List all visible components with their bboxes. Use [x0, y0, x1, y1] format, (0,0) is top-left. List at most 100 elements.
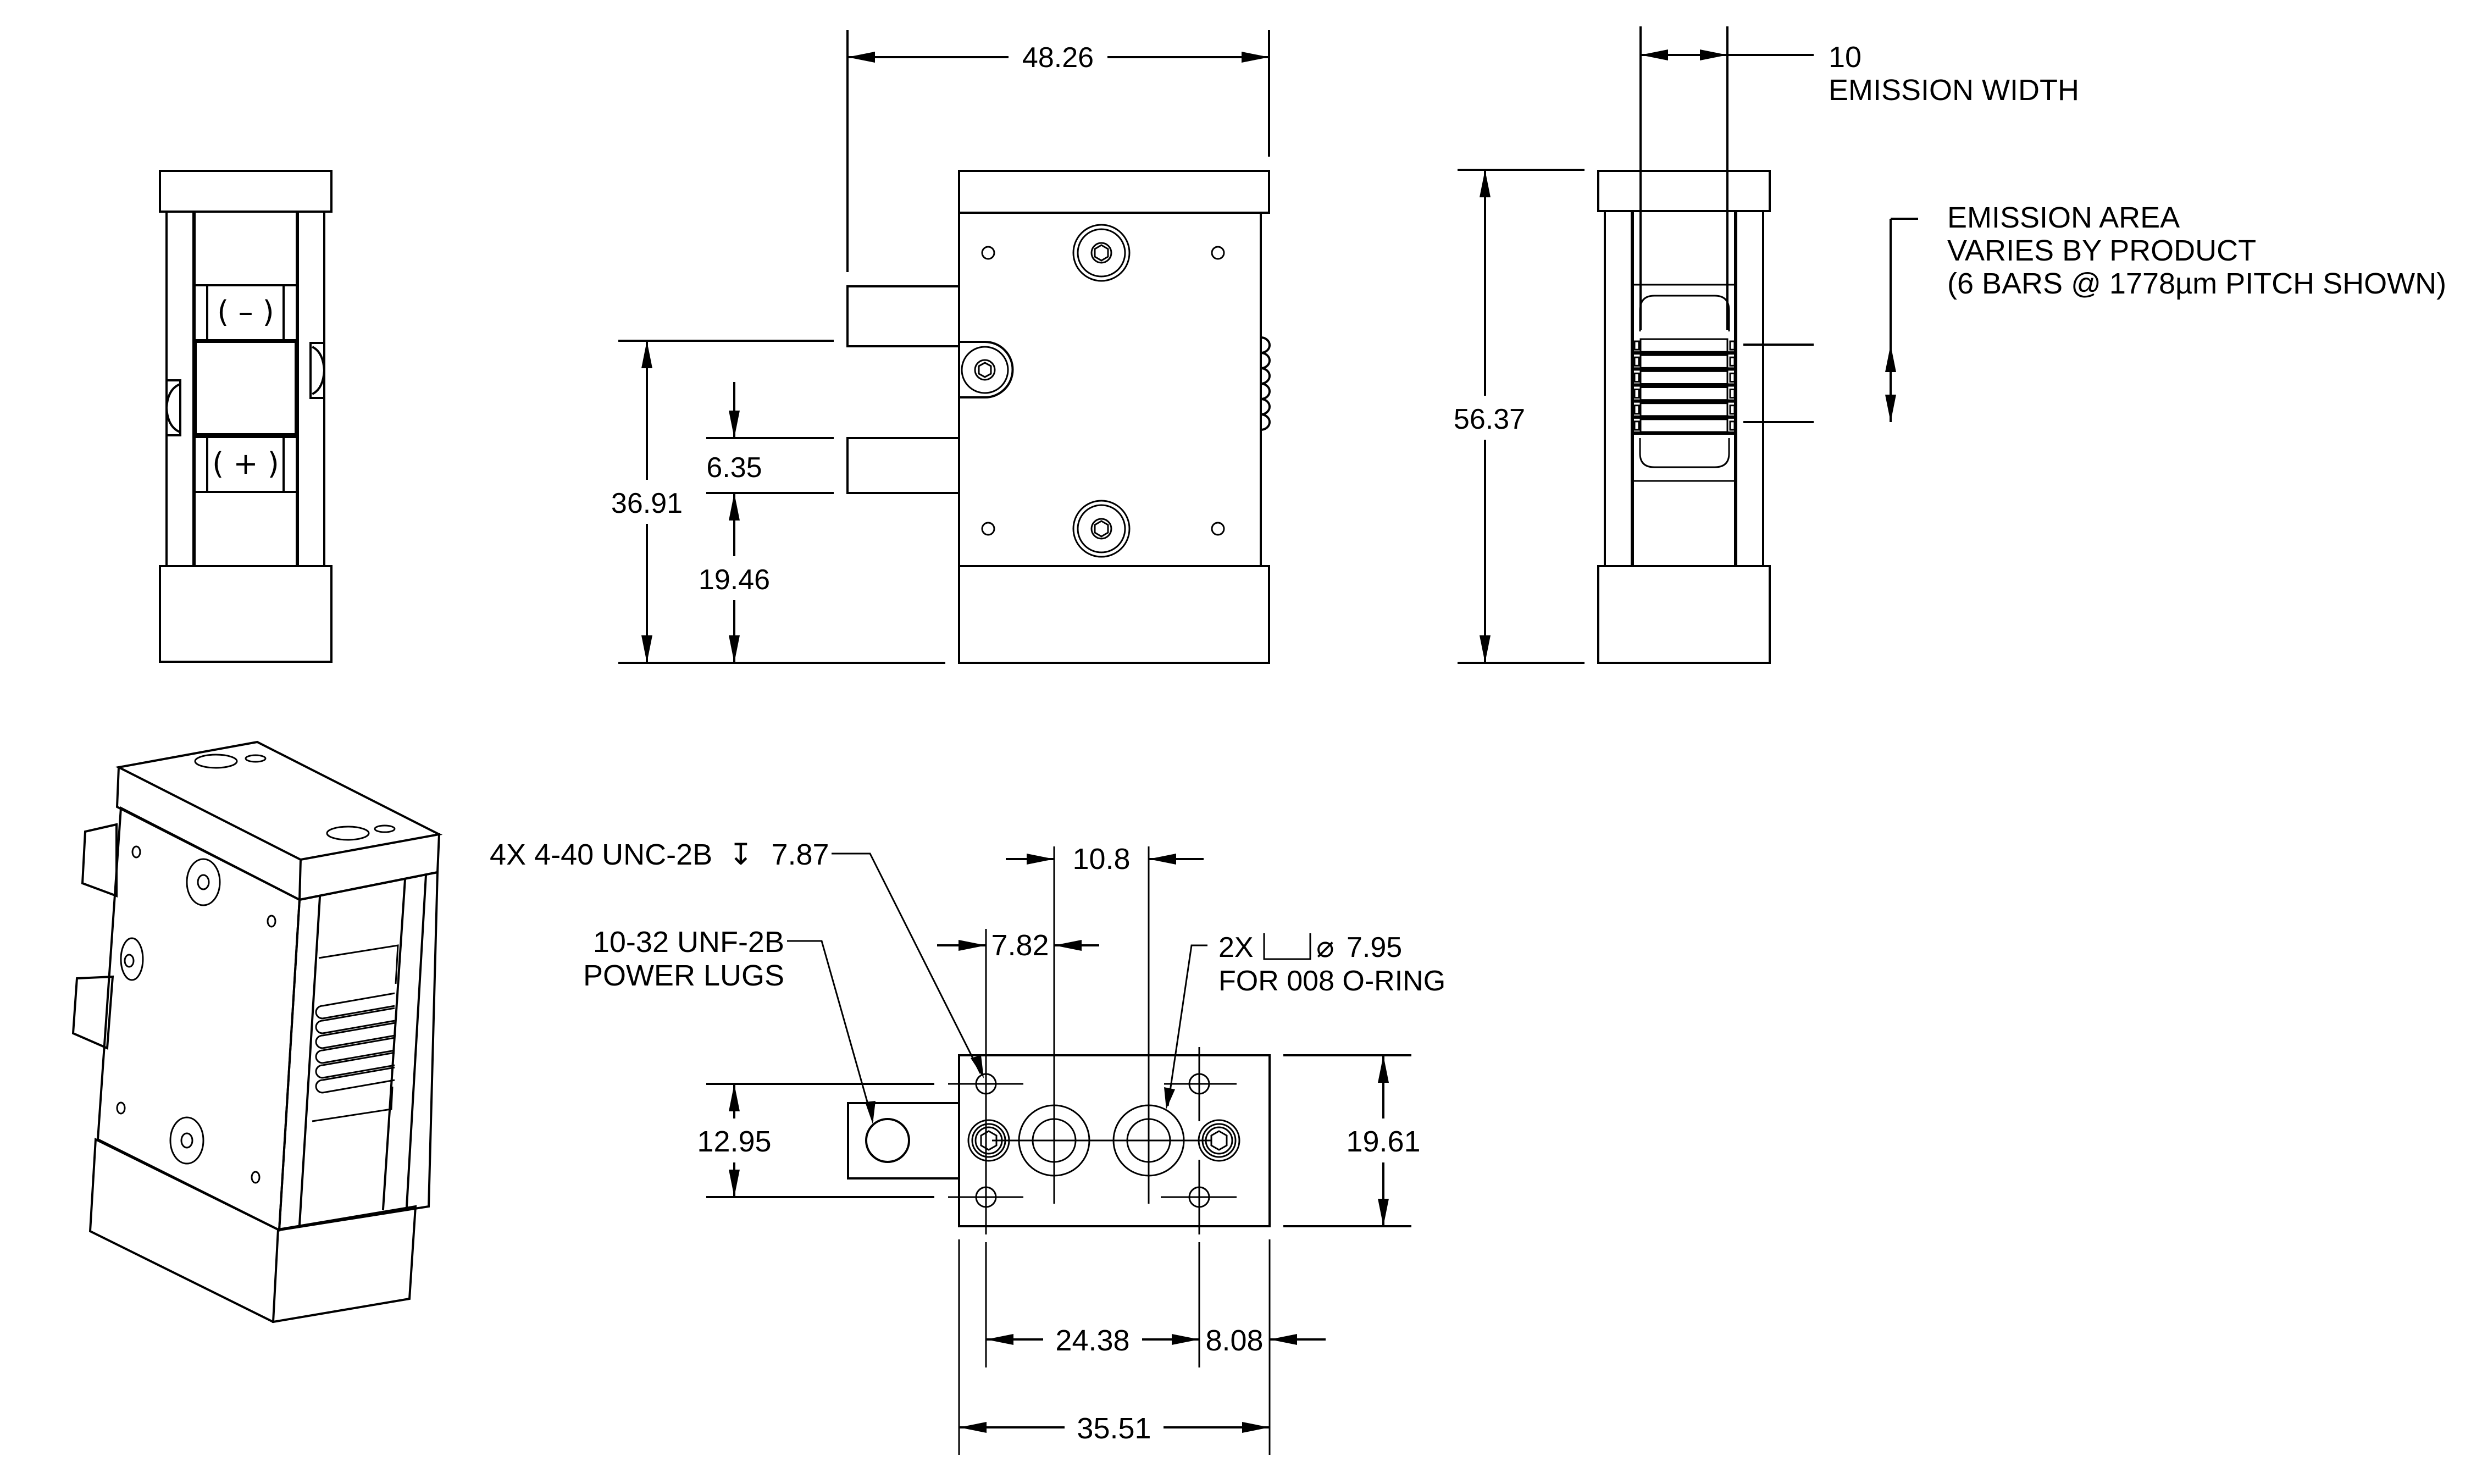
dim-text: 19.46 [699, 564, 770, 596]
dimension-emission-width: 10 EMISSION WIDTH [1639, 26, 2079, 330]
iso-laser-bar [315, 1051, 395, 1079]
base [159, 565, 333, 663]
bar-spacer [1633, 389, 1640, 399]
dim-text: 10.8 [1072, 843, 1130, 876]
power-lug [847, 1102, 960, 1180]
iso-laser-bar [315, 1022, 395, 1049]
bar-spacer [1633, 372, 1640, 383]
mount-hole [1211, 246, 1225, 260]
top-face [115, 740, 443, 861]
dimension-block-height: 19.61 [1283, 1054, 1421, 1227]
side-screw-tab [958, 341, 1014, 398]
dimension-overall-length: 48.26 [846, 30, 1270, 272]
dimension-height-to-lug: 36.91 [611, 340, 945, 664]
left-post [1604, 210, 1633, 567]
negative-terminal: ( – ) [193, 284, 298, 341]
power-lugs-thread: 10-32 UNF-2B [593, 926, 784, 959]
cap-screw-bottom [1072, 500, 1131, 558]
emission-width-value: 10 [1829, 41, 1862, 74]
cap-screw-top [1072, 224, 1131, 282]
dimension-port-spacing: 10.8 [1006, 843, 1204, 1077]
emission-area-line: VARIES BY PRODUCT [1947, 234, 2256, 267]
dimension-hole-vertical-spacing: 12.95 [697, 1083, 934, 1198]
diameter-symbol: ⌀ [1316, 929, 1334, 964]
oring-port-right [1112, 1077, 1185, 1204]
callout-oring: 2X ⌀ 7.95 FOR 008 O-RING [1164, 929, 1445, 1109]
emitter-block [193, 340, 298, 436]
dim-text: 8.08 [1205, 1324, 1263, 1357]
laser-bar [1639, 418, 1728, 433]
dimension-port-offset: 7.82 [937, 929, 1099, 1047]
mount-hole [1211, 522, 1225, 536]
bar-spacer [1729, 340, 1736, 351]
power-lug-lower [846, 437, 960, 494]
dim-text: 36.91 [611, 488, 683, 519]
tapped-holes [948, 1047, 1237, 1234]
emitter-bar-edges [1259, 336, 1271, 431]
right-end-view: 10 EMISSION WIDTH EMISSION AREA VARIES B… [1454, 26, 2446, 664]
mount-hole [981, 246, 995, 260]
oring-diameter: 7.95 [1347, 932, 1402, 964]
oring-prefix: 2X [1218, 932, 1254, 964]
iso-lug-lower [71, 975, 114, 1050]
bar-spacer [1729, 405, 1736, 415]
dimension-emission-area: EMISSION AREA VARIES BY PRODUCT (6 BARS … [1743, 201, 2446, 423]
power-lug-hole [865, 1118, 910, 1163]
emission-area-line: EMISSION AREA [1947, 201, 2180, 234]
iso-laser-bars [315, 992, 395, 1094]
base [1597, 565, 1771, 664]
emission-width-label: EMISSION WIDTH [1829, 74, 2079, 107]
emission-area-line: (6 BARS @ 1778µm PITCH SHOWN) [1947, 267, 2446, 300]
dimension-hole-edge-offset: 8.08 [1205, 1324, 1326, 1357]
lug-screw-right [1198, 1119, 1240, 1162]
laser-bar [1639, 402, 1728, 417]
iso-laser-bar [315, 1066, 395, 1094]
iso-lug-upper [81, 823, 118, 898]
laser-bar [1639, 370, 1728, 385]
dim-text: 56.37 [1454, 403, 1525, 435]
counterbore-symbol [1263, 933, 1311, 960]
oring-note: FOR 008 O-RING [1218, 965, 1445, 997]
window-lower [1639, 438, 1730, 468]
positive-terminal: ( + ) [193, 436, 298, 493]
dim-text: 35.51 [1077, 1412, 1151, 1445]
dimension-overall-height: 56.37 [1454, 169, 1585, 664]
bar-spacer [1633, 340, 1640, 351]
iso-laser-bar [315, 1007, 395, 1034]
oring-port-left [1018, 1077, 1090, 1204]
base [958, 565, 1270, 664]
lug-screw-left [967, 1119, 1010, 1162]
laser-bar [1639, 338, 1728, 353]
callout-power-lugs: 10-32 UNF-2B POWER LUGS [583, 926, 876, 1124]
top-cap [1597, 170, 1771, 212]
iso-laser-bar [315, 992, 395, 1020]
side-clip-left [165, 379, 181, 436]
bar-spacer [1633, 405, 1640, 415]
side-clip-right [309, 342, 326, 399]
left-end-view: ( – ) ( + ) [159, 170, 333, 663]
bar-spacer [1729, 389, 1736, 399]
minus-symbol: ( – ) [217, 295, 274, 329]
power-lugs-label: POWER LUGS [583, 959, 784, 992]
dimension-hole-horizontal-spacing: 24.38 [985, 1242, 1200, 1367]
dim-text: 6.35 [706, 452, 762, 484]
dim-text: 12.95 [697, 1125, 771, 1158]
bar-spacer [1729, 420, 1736, 431]
top-cap [958, 170, 1270, 214]
power-lug-upper [846, 285, 960, 347]
mount-hole [981, 522, 995, 536]
laser-bar [1639, 354, 1728, 369]
laser-bars [1633, 338, 1736, 435]
dimension-block-length: 35.51 [958, 1239, 1271, 1455]
laser-bar [1639, 386, 1728, 401]
bar-spacer [1633, 356, 1640, 367]
dim-text: 7.82 [991, 929, 1049, 962]
bottom-view: 4X 4-40 UNC-2B ↧ 7.87 10-32 UNF-2B POWER… [490, 837, 1445, 1455]
dimension-lug-width: 6.35 [706, 382, 834, 494]
tapped-holes-label: 4X 4-40 UNC-2B ↧ 7.87 [490, 837, 829, 872]
isometric-view [71, 740, 443, 1324]
dim-text: 24.38 [1055, 1324, 1129, 1357]
bar-spacer [1729, 356, 1736, 367]
dimension-lug-offset: 19.46 [699, 493, 770, 663]
